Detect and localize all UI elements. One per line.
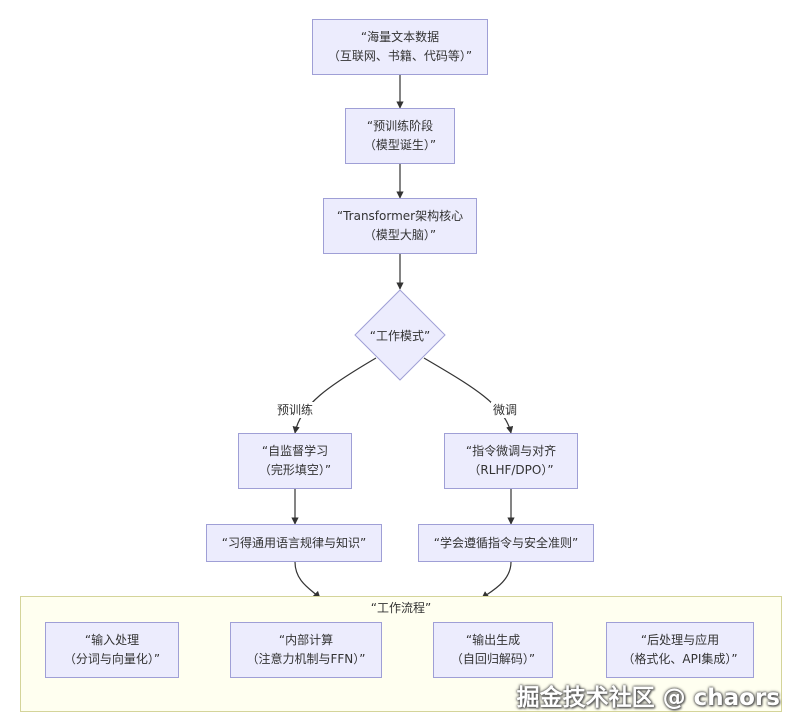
node-transformer-line2: （模型大脑）”	[363, 228, 437, 242]
workflow-step-input-line1: “输入处理	[84, 633, 140, 647]
node-selfsup-line1: “自监督学习	[261, 444, 329, 458]
node-learn-general[interactable]: “习得通用语言规律与知识”	[206, 524, 382, 562]
node-finetune-line2: （RLHF/DPO）”	[468, 463, 554, 477]
workflow-step-compute-line2: （注意力机制与FFN）”	[246, 652, 366, 666]
node-transformer-core[interactable]: “Transformer架构核心 （模型大脑）”	[323, 198, 477, 254]
workflow-step-postprocess-line2: （格式化、API集成）”	[622, 652, 738, 666]
edge-learn-general-to-workflow	[294, 561, 321, 599]
node-instruction-finetune[interactable]: “指令微调与对齐 （RLHF/DPO）”	[444, 433, 578, 489]
node-selfsup-line2: （完形填空）”	[258, 463, 332, 477]
watermark: 掘金技术社区 @ chaors	[516, 685, 780, 711]
node-pretrain-line1: “预训练阶段	[366, 119, 434, 133]
diamond-shape	[354, 289, 446, 381]
node-finetune-line1: “指令微调与对齐	[465, 444, 557, 458]
edge-learn-safety-to-workflow	[481, 561, 512, 599]
node-text-data-line2: （互联网、书籍、代码等）”	[327, 49, 473, 63]
node-text-data[interactable]: “海量文本数据 （互联网、书籍、代码等）”	[312, 19, 488, 75]
node-pretrain-line2: （模型诞生）”	[363, 138, 437, 152]
edge-label-pretrain: 预训练	[275, 402, 316, 418]
node-transformer-line1: “Transformer架构核心	[336, 209, 464, 223]
node-pretrain-stage[interactable]: “预训练阶段 （模型诞生）”	[345, 108, 455, 164]
node-self-supervised[interactable]: “自监督学习 （完形填空）”	[238, 433, 352, 489]
workflow-step-output-line1: “输出生成	[465, 633, 521, 647]
workflow-step-compute[interactable]: “内部计算 （注意力机制与FFN）”	[230, 622, 382, 678]
node-learn-safety-label: “学会遵循指令与安全准则”	[433, 535, 579, 550]
workflow-step-output-line2: （自回归解码）”	[450, 652, 536, 666]
node-work-mode-label: “工作模式”	[369, 328, 431, 343]
workflow-step-compute-line1: “内部计算	[278, 633, 334, 647]
workflow-step-output[interactable]: “输出生成 （自回归解码）”	[433, 622, 553, 678]
workflow-title: “工作流程”	[370, 601, 432, 615]
edge-label-finetune: 微调	[491, 402, 520, 418]
workflow-step-postprocess[interactable]: “后处理与应用 （格式化、API集成）”	[606, 622, 754, 678]
workflow-step-input[interactable]: “输入处理 （分词与向量化）”	[45, 622, 179, 678]
node-learn-safety[interactable]: “学会遵循指令与安全准则”	[418, 524, 594, 562]
edge-mode-to-selfsup	[292, 357, 377, 434]
node-text-data-line1: “海量文本数据	[360, 30, 440, 44]
workflow-step-input-line2: （分词与向量化）”	[63, 652, 161, 666]
node-learn-general-label: “习得通用语言规律与知识”	[221, 535, 367, 550]
workflow-step-postprocess-line1: “后处理与应用	[640, 633, 720, 647]
node-work-mode[interactable]: “工作模式”	[354, 289, 446, 381]
edge-mode-to-finetune	[423, 357, 514, 434]
